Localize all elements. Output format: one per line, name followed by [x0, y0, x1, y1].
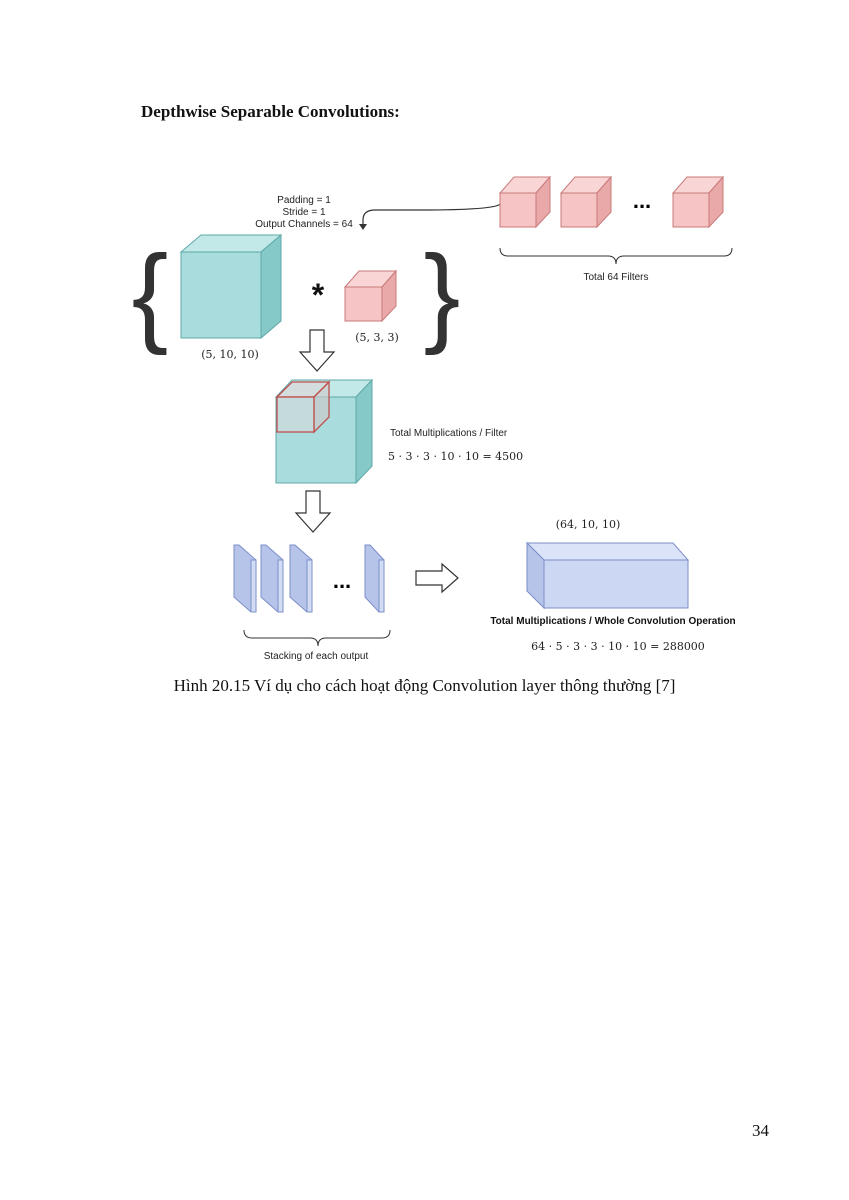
- per-filter-title: Total Multiplications / Filter: [390, 428, 508, 439]
- section-heading: Depthwise Separable Convolutions:: [141, 102, 400, 121]
- param-channels: Output Channels = 64: [255, 219, 353, 230]
- filters-label: Total 64 Filters: [583, 272, 648, 283]
- param-padding: Padding = 1: [277, 195, 331, 206]
- filter-cube-2: [559, 175, 613, 229]
- filter-cube-1: [498, 175, 552, 229]
- whole-operation-formula: 64 · 5 · 3 · 3 · 10 · 10 = 288000: [531, 640, 705, 653]
- kernel-cube: [343, 269, 398, 323]
- output-slice-2: [260, 544, 284, 613]
- output-shape-label: (64, 10, 10): [556, 518, 621, 531]
- per-filter-formula: 5 · 3 · 3 · 10 · 10 = 4500: [388, 450, 523, 463]
- down-arrow-2-icon: [294, 490, 332, 533]
- stack-ellipsis: ...: [333, 568, 351, 593]
- figure-caption: Hình 20.15 Ví dụ cho cách hoạt động Conv…: [173, 676, 676, 695]
- output-slice-3: [289, 544, 313, 613]
- filters-to-params-arrow: [362, 203, 501, 226]
- convolution-diagram: Padding = 1 Stride = 1 Output Channels =…: [132, 175, 736, 662]
- output-volume: [525, 541, 690, 610]
- left-brace-icon: {: [132, 233, 169, 356]
- page-number: 34: [752, 1121, 769, 1140]
- output-slice-1: [233, 544, 257, 613]
- filters-arrowhead-icon: [359, 224, 367, 230]
- convolution-figure: Padding = 1 Stride = 1 Output Channels =…: [120, 160, 760, 670]
- input-cube: [179, 233, 283, 340]
- convolution-operator: *: [312, 277, 325, 313]
- down-arrow-1-icon: [298, 329, 336, 372]
- input-shape-label: (5, 10, 10): [201, 348, 259, 361]
- filters-ellipsis: ...: [633, 188, 651, 213]
- filter-cube-64: [671, 175, 725, 229]
- param-stride: Stride = 1: [282, 207, 326, 218]
- filters-brace: [499, 247, 733, 265]
- stack-brace: [243, 629, 391, 647]
- kernel-shape-label: (5, 3, 3): [355, 331, 399, 344]
- right-brace-icon: }: [424, 233, 461, 356]
- whole-operation-title: Total Multiplications / Whole Convolutio…: [490, 616, 735, 627]
- stack-label: Stacking of each output: [264, 651, 369, 662]
- sliding-kernel-box: [275, 380, 331, 434]
- output-slice-64: [364, 544, 385, 613]
- right-arrow-icon: [415, 562, 459, 594]
